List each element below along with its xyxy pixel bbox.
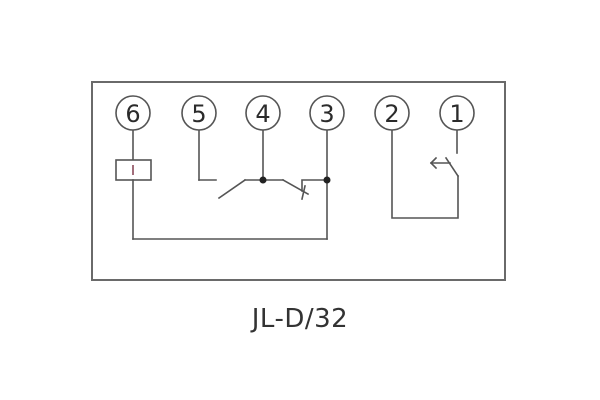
contact-nc-stub bbox=[301, 179, 328, 192]
model-label: JL-D/32 bbox=[251, 304, 349, 334]
terminal-6-label: 6 bbox=[125, 100, 140, 128]
contact-tick bbox=[301, 185, 306, 200]
terminal-1: 1 bbox=[439, 95, 475, 131]
terminal-3: 3 bbox=[309, 95, 345, 131]
terminal-6: 6 bbox=[115, 95, 151, 131]
contact-arm-left bbox=[217, 178, 247, 200]
terminal-4: 4 bbox=[245, 95, 281, 131]
terminal-3-label: 3 bbox=[319, 100, 334, 128]
junction-dot-4 bbox=[259, 176, 267, 184]
switch-blade bbox=[444, 156, 460, 178]
terminal-2-label: 2 bbox=[384, 100, 399, 128]
switch-arrow-icon bbox=[429, 156, 438, 170]
relay-housing-frame bbox=[91, 81, 506, 281]
junction-dot-3 bbox=[323, 176, 331, 184]
terminal-4-label: 4 bbox=[255, 100, 270, 128]
terminal-5: 5 bbox=[181, 95, 217, 131]
terminal-2: 2 bbox=[374, 95, 410, 131]
wire-terminal-2-loop bbox=[391, 129, 459, 219]
terminal-5-label: 5 bbox=[191, 100, 206, 128]
terminal-1-label: 1 bbox=[449, 100, 464, 128]
